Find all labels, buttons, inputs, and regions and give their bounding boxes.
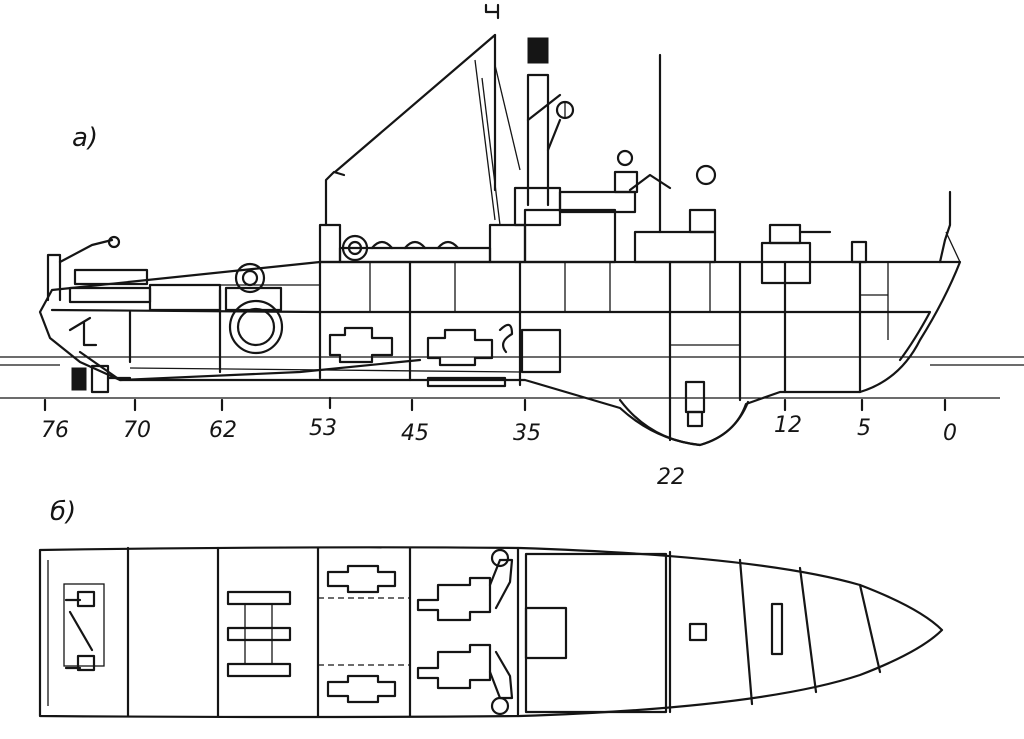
plan-view: б)	[38, 497, 944, 719]
frame-label: 76	[41, 418, 69, 443]
keel-skeg	[618, 398, 750, 447]
plan-bulkheads	[126, 546, 882, 718]
frame-label: 5	[857, 416, 871, 441]
frame-label: 53	[309, 416, 337, 441]
hull-plan	[38, 546, 944, 719]
waterline	[0, 356, 1024, 399]
frame-label: 12	[774, 413, 802, 438]
frame-label: 22	[657, 465, 685, 490]
view-b-label: б)	[50, 497, 76, 527]
plan-engines	[326, 548, 514, 716]
frame-label: 62	[209, 418, 237, 443]
frame-ticks	[43, 396, 947, 412]
aft-deck-equipment	[46, 235, 320, 355]
steering-gear	[63, 583, 105, 672]
frame-label: 45	[401, 421, 429, 446]
superstructure	[318, 170, 961, 285]
hull-bulkheads	[128, 260, 889, 442]
frame-label: 0	[943, 421, 957, 446]
frame-label: 35	[513, 421, 541, 446]
mast-and-rigging	[333, 3, 717, 234]
stern-gear	[68, 316, 706, 428]
frame-labels: 76 70 62 53 45 35 22 12 5 0	[41, 413, 957, 490]
engine-rooms	[328, 323, 562, 388]
frame-label: 70	[123, 418, 151, 443]
view-a-label: a)	[72, 123, 98, 153]
side-view: a) 76 70 62 53 45 35 22 12 5 0	[0, 3, 1024, 490]
hull-profile	[38, 260, 962, 447]
tank-row	[226, 590, 292, 678]
